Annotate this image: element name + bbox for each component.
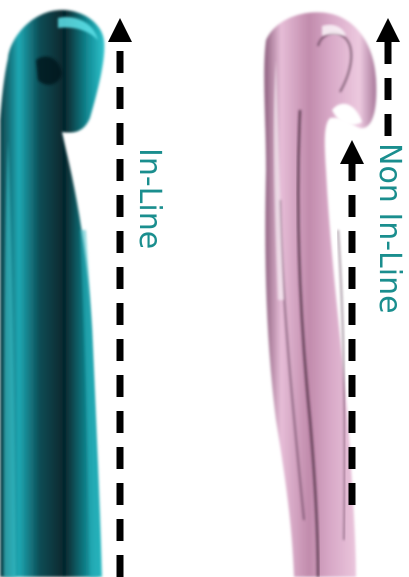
arrowhead-icon [108,18,132,42]
non-inline-label: Non In-Line [374,143,404,314]
arrowhead-icon [376,18,400,42]
inline-arrow [108,18,132,577]
pink-hook [264,12,376,577]
arrowhead-icon [340,140,364,164]
inline-label: In-Line [134,148,164,249]
teal-hook [0,10,105,577]
non-inline-arrow-tall [376,18,400,136]
